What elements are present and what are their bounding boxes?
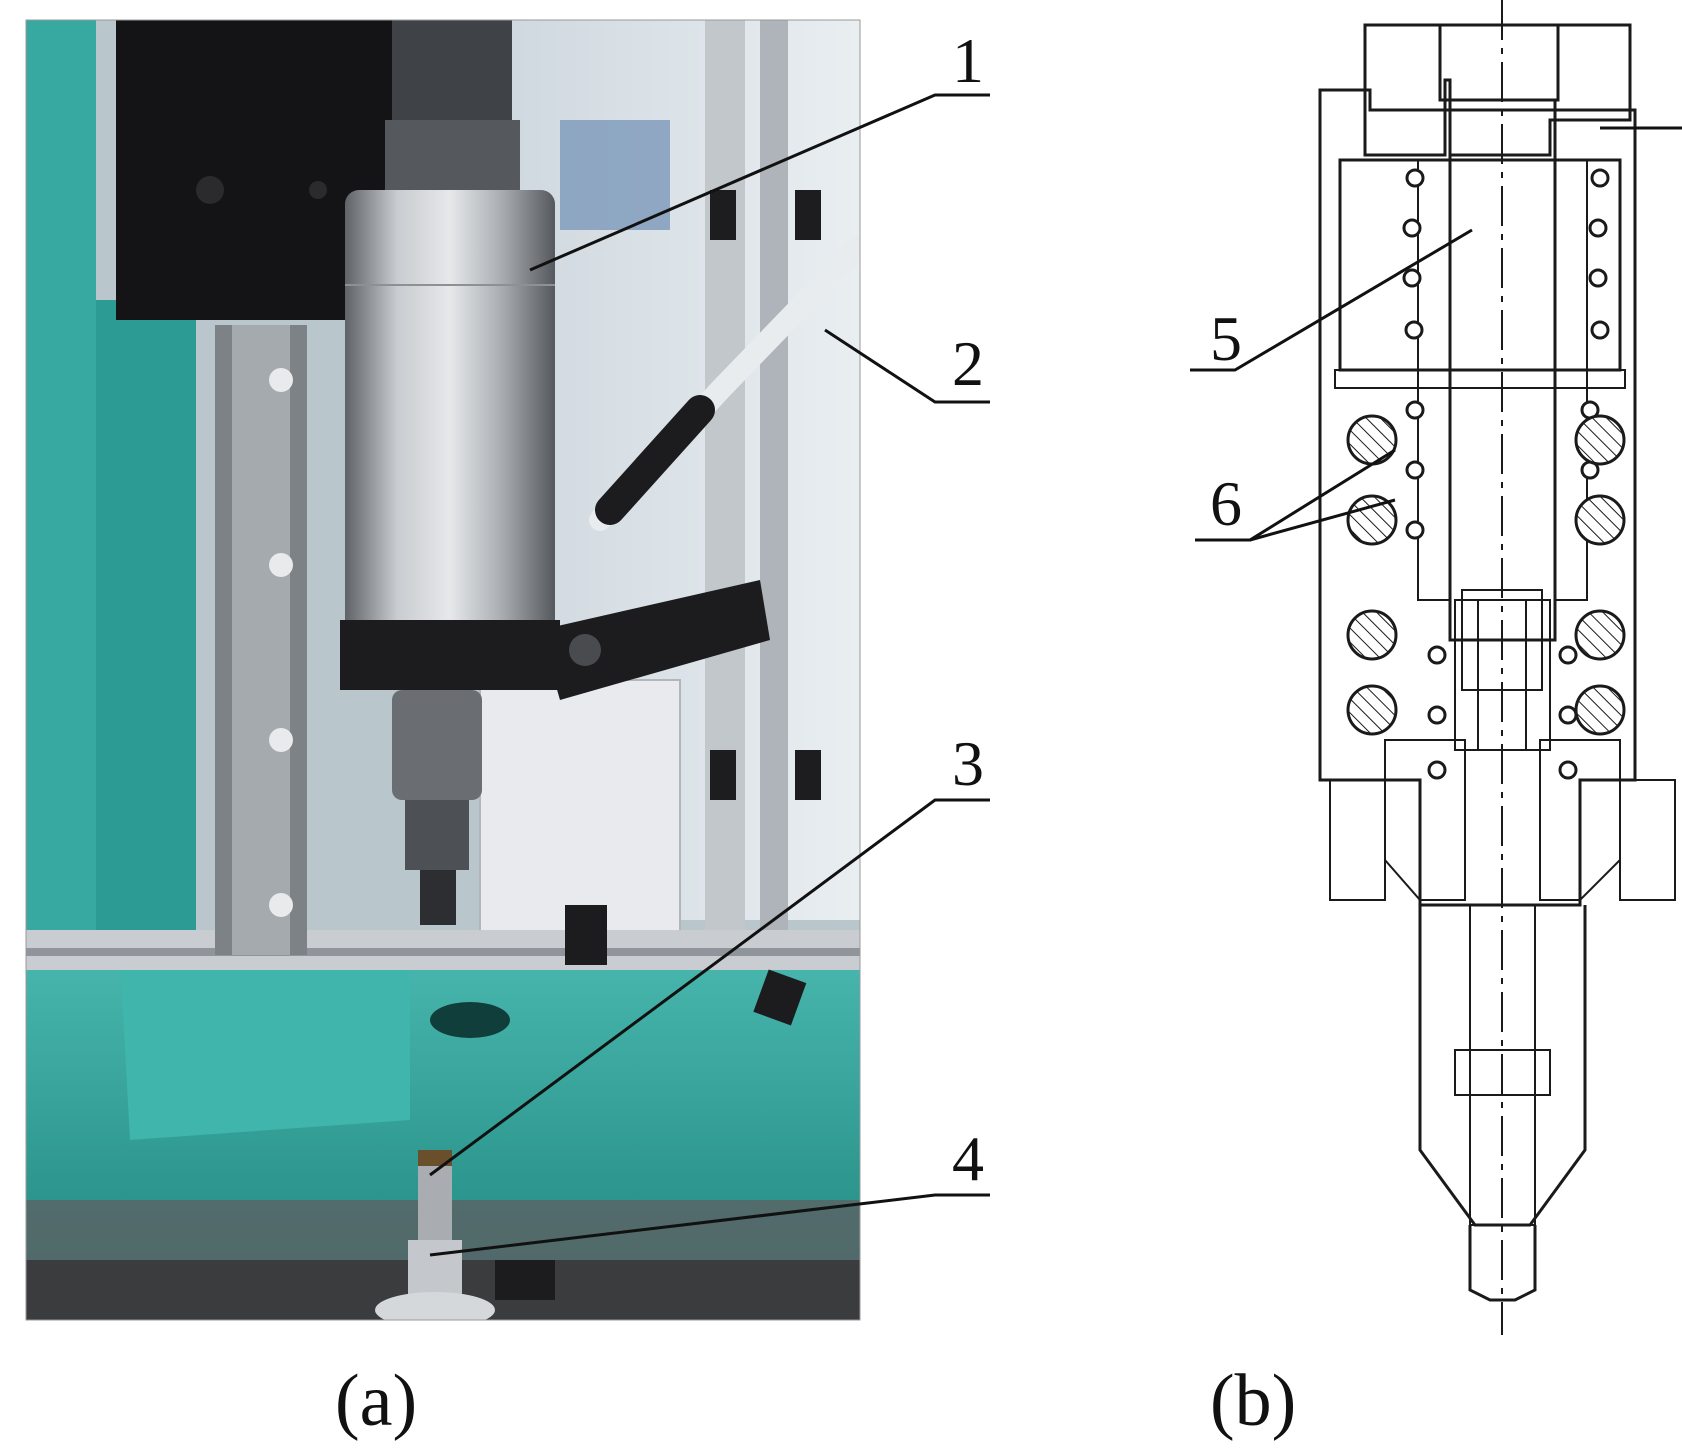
leader-line-3 — [429, 798, 990, 1177]
callout-5: 5 — [1210, 303, 1242, 374]
top-cap — [1363, 23, 1632, 157]
leader-line-2 — [824, 328, 990, 404]
callout-3: 3 — [952, 728, 984, 799]
caption-a: (a) — [335, 1360, 417, 1442]
caption-b: (b) — [1210, 1360, 1296, 1442]
callout-6: 6 — [1210, 468, 1242, 539]
machine-photo — [26, 20, 860, 1320]
panel-b-section-drawing: 5 6 (b) — [1190, 0, 1682, 1442]
large-spring-coils — [1346, 414, 1626, 736]
callout-2: 2 — [952, 328, 984, 399]
leader-line-5 — [1190, 228, 1473, 372]
leader-line-1 — [529, 93, 990, 272]
leader-line-4 — [429, 1193, 990, 1257]
small-spring-coils — [1402, 168, 1610, 780]
leader-line-6b — [1249, 498, 1396, 542]
outer-housing — [1318, 88, 1637, 907]
callout-4: 4 — [952, 1123, 984, 1194]
callout-1: 1 — [952, 25, 984, 96]
panel-a-photo: 1 2 3 4 (a) — [25, 19, 990, 1442]
